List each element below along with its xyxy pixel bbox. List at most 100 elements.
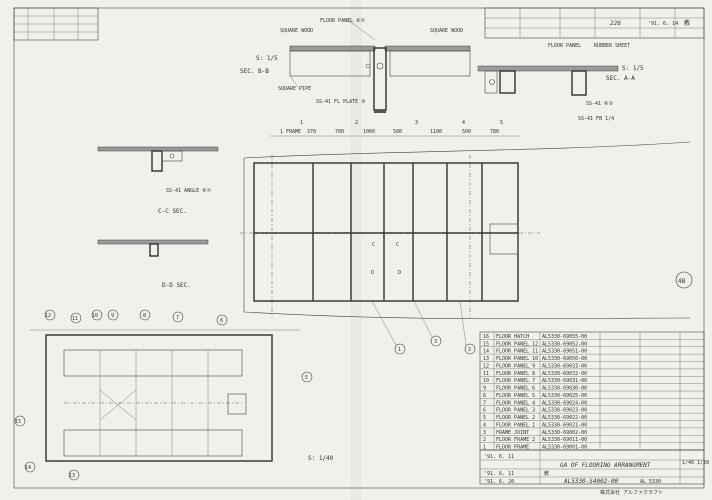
section-c-c: SS-41 ANGLE ⑥⑦ C-C SEC.: [97, 146, 219, 215]
stamp-number: 226: [610, 20, 621, 27]
parts-row-code: AL5330-69022-00: [542, 415, 587, 421]
lower-balloon-13: 13: [69, 473, 75, 479]
parts-row-name: FLOOR FRAME 2: [496, 437, 535, 443]
lower-balloon-9: 9: [111, 313, 114, 319]
lower-balloon-7: 7: [176, 315, 179, 321]
parts-row-no: 8: [483, 393, 486, 399]
parts-row-code: AL5330-69001-00: [542, 445, 587, 451]
dim-3: 1060: [363, 129, 375, 135]
parts-row-name: FRAME JOINT: [496, 430, 529, 436]
parts-row-name: FLOOR PANEL 10: [496, 356, 538, 362]
dim-5: 1100: [430, 129, 442, 135]
parts-row-no: 10: [483, 378, 489, 384]
approval-block: 226 '91. 6. 14 教: [484, 7, 705, 39]
title-kanji: 教: [544, 470, 549, 477]
sec-dd-label: D-D SEC.: [162, 282, 191, 289]
sec-aa-ss41-1: SS-41 ⑥③: [586, 101, 614, 107]
parts-row-code: AL5330-69050-00: [542, 356, 587, 362]
company-name: 株式会社 アルファクラフト: [600, 489, 663, 496]
plan-balloon-2: 2: [468, 347, 471, 353]
dim-4: 580: [393, 129, 402, 135]
parts-row-name: FLOOR PANEL 2: [496, 415, 535, 421]
parts-row-code: AL5330-69002-00: [542, 430, 587, 436]
parts-row-name: FLOOR PANEL 3: [496, 408, 535, 414]
section-d-d: D-D SEC.: [97, 239, 209, 289]
sec-cc-label: C-C SEC.: [158, 208, 187, 215]
dim-0: 1 FRAME: [280, 129, 301, 135]
lower-balloon-5: 5: [305, 375, 308, 381]
sec-bb-ss41: SS-41 FL PLATE ⑨: [316, 99, 366, 105]
revision-block: [13, 7, 99, 41]
parts-row-code: AL5330-69055-00: [542, 334, 587, 340]
title-block: '91. 6. 11 GA OF FLOORING ARRANGMENT 1/4…: [479, 449, 709, 496]
parts-row-name: FLOOR PANEL 4: [496, 400, 535, 406]
sec-cc-angle: SS-41 ANGLE ⑥⑦: [166, 188, 212, 194]
parts-row-name: FLOOR FRAME: [496, 445, 529, 451]
parts-row-name: FLOOR PANEL 6: [496, 386, 535, 392]
sec-bb-square-wood-r: SQUARE WOOD: [430, 28, 463, 34]
sec-bb-floor-panel: FLOOR PANEL ⑥⑦: [320, 18, 366, 24]
drawing-title: GA OF FLOORING ARRANGMENT: [560, 462, 651, 469]
parts-row-code: AL5330-69051-00: [542, 349, 587, 355]
parts-row-no: 13: [483, 356, 489, 362]
parts-row-name: FLOOR HATCH: [496, 334, 529, 340]
parts-row-no: 3: [483, 430, 486, 436]
parts-row-name: FLOOR PANEL 11: [496, 349, 538, 355]
plan-balloon-1: 1: [398, 347, 401, 353]
parts-row-no: 2: [483, 437, 486, 443]
parts-row-no: 15: [483, 341, 489, 347]
sec-aa-floor-panel: FLOOR PANEL: [548, 43, 581, 49]
dim-1: 370: [307, 129, 316, 135]
upper-plan: 1 FRAME 370 700 1060 580 1100 500 780 1 …: [240, 120, 691, 355]
lower-balloon-11: 11: [72, 316, 78, 322]
parts-row-code: AL5330-69030-00: [542, 386, 587, 392]
lower-balloon-10: 10: [92, 313, 98, 319]
parts-row-code: AL5330-69052-00: [542, 341, 587, 347]
grid-2: 2: [355, 120, 358, 126]
sec-aa-scale: S: 1/5: [622, 65, 644, 72]
parts-row-code: AL5330-69031-00: [542, 378, 587, 384]
sec-bb-label: SEC. B-B: [240, 68, 269, 75]
parts-row-no: 16: [483, 334, 489, 340]
parts-row-code: AL5330-69023-00: [542, 408, 587, 414]
side-mark: 4B: [675, 271, 693, 289]
grid-1: 1: [300, 120, 303, 126]
grid-5: 5: [500, 120, 503, 126]
title-date-2: '91. 6. 11: [484, 471, 514, 477]
parts-row-code: AL5330-69024-00: [542, 400, 587, 406]
parts-row-code: AL5330-69025-00: [542, 393, 587, 399]
parts-row-no: 14: [483, 349, 489, 355]
sec-bb-square-wood-l: SQUARE WOOD: [280, 28, 313, 34]
lower-balloon-14: 14: [25, 465, 31, 471]
title-scale: 1/40 1/20: [682, 460, 709, 466]
sec-mark-d1: D: [371, 270, 374, 276]
lower-plan-scale: S: 1/40: [308, 455, 334, 462]
grid-4: 4: [462, 120, 465, 126]
model-number: AL 5330: [640, 479, 661, 485]
side-mark-text: 4B: [678, 278, 686, 285]
parts-row-no: 1: [483, 445, 486, 451]
section-b-b: FLOOR PANEL ⑥⑦ SQUARE WOOD SQUARE WOOD S…: [240, 18, 471, 113]
dim-7: 780: [490, 129, 499, 135]
section-a-a: FLOOR PANEL RUBBER SHEET S: 1/5 SEC. A-A…: [477, 43, 644, 122]
stamp-date: '91. 6. 14: [648, 21, 678, 27]
parts-row-no: 12: [483, 363, 489, 369]
lower-plan: 12 11 10 9 8 7 6 5 15 14 13 S: 1/40: [14, 309, 334, 481]
sec-mark-c2: C: [396, 242, 399, 248]
parts-row-no: 11: [483, 371, 489, 377]
sec-mark-c1: C: [372, 242, 375, 248]
parts-row-name: FLOOR PANEL 9: [496, 363, 535, 369]
parts-row-name: FLOOR PANEL 12: [496, 341, 538, 347]
parts-row-code: AL5330-69021-00: [542, 422, 587, 428]
parts-row-code: AL5330-69033-00: [542, 363, 587, 369]
lower-balloon-8: 8: [143, 313, 146, 319]
dim-2: 700: [335, 129, 344, 135]
parts-row-code: AL5330-69011-00: [542, 437, 587, 443]
parts-row-no: 5: [483, 415, 486, 421]
parts-row-no: 4: [483, 422, 486, 428]
parts-row-name: FLOOR PANEL 7: [496, 378, 535, 384]
stamp-sign: 教: [684, 19, 690, 27]
sec-mark-d2: D: [398, 270, 401, 276]
